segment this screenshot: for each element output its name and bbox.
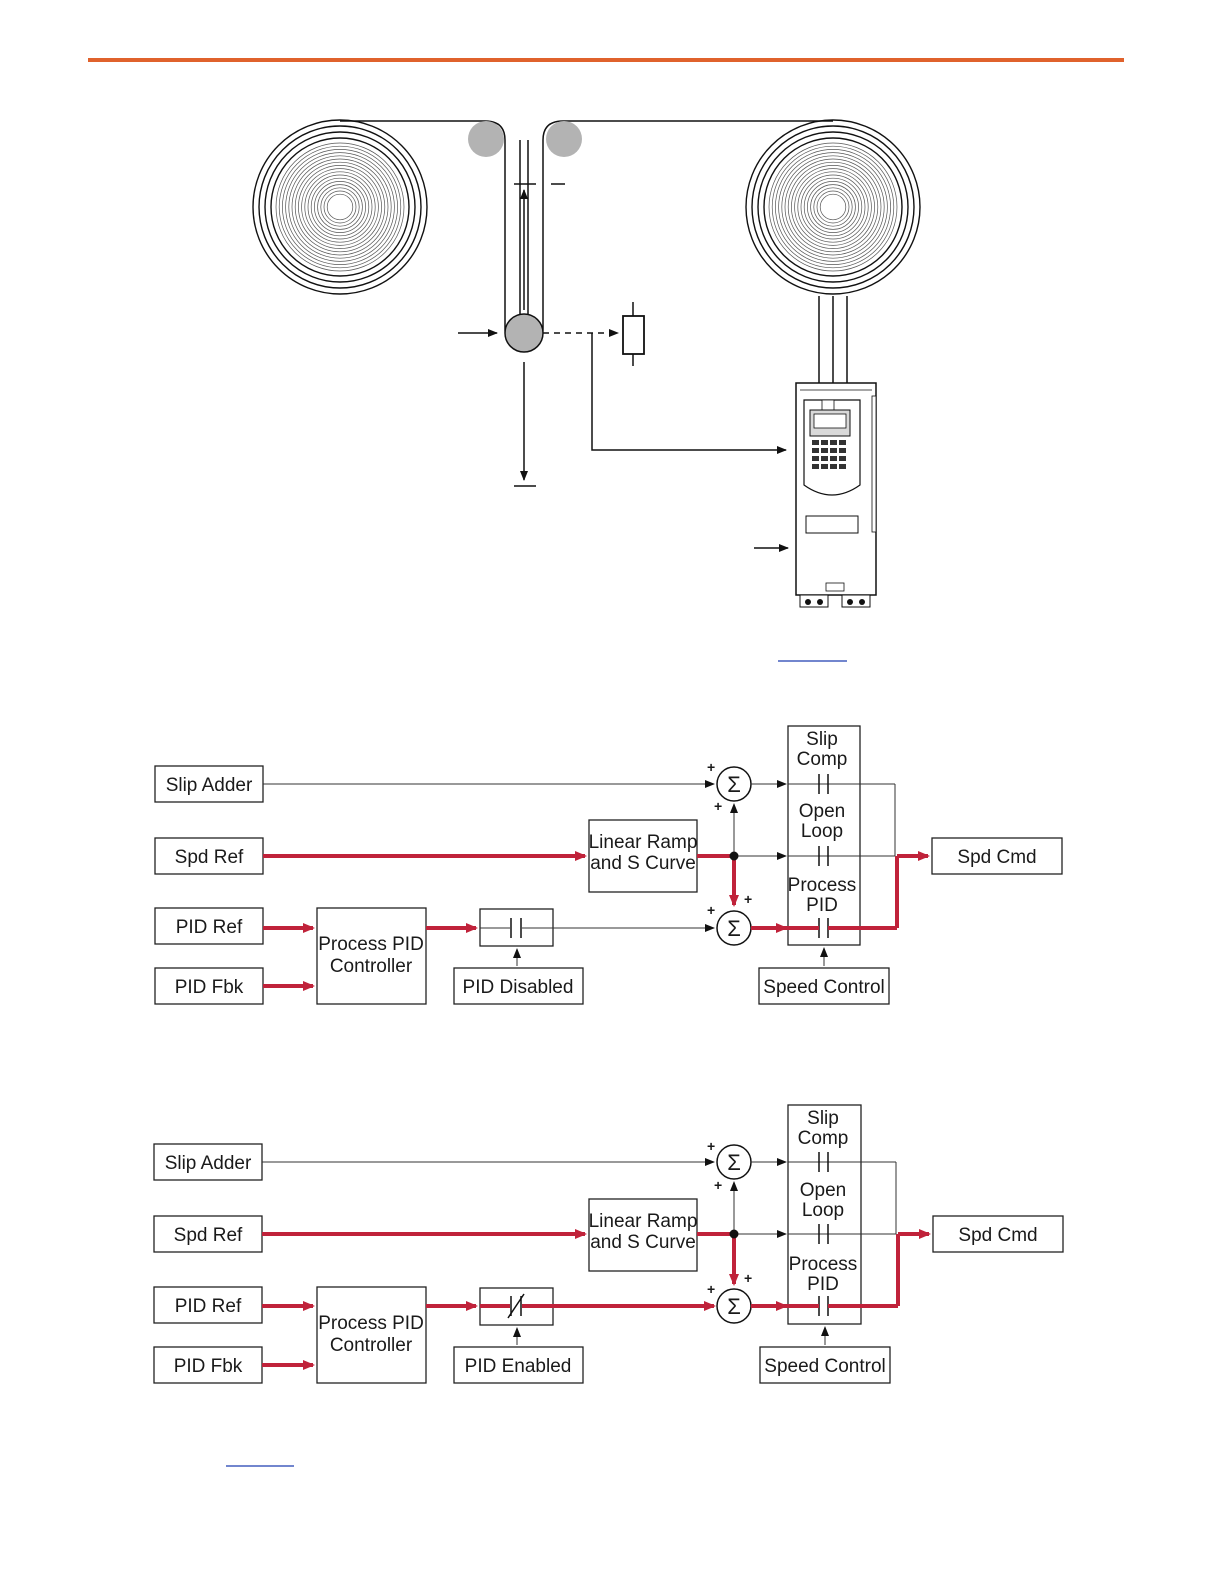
- mode-selector-box: [787, 1104, 862, 1325]
- plus-sign: +: [707, 759, 715, 775]
- linear-ramp-box: [588, 1198, 698, 1272]
- idler-roller-right: [546, 121, 582, 157]
- process-pid-label: Process PID: [318, 934, 424, 955]
- controller-label: Controller: [330, 1335, 413, 1356]
- branch-node: [729, 851, 739, 861]
- loop-label: Loop: [802, 1200, 844, 1221]
- plus-sign: +: [707, 1138, 715, 1154]
- plus-sign: +: [707, 902, 715, 918]
- comp-label: Comp: [798, 1128, 849, 1149]
- pid-disabled-label: PID Disabled: [463, 977, 574, 998]
- slip-adder-box: [154, 765, 264, 803]
- pid-ref-label: PID Ref: [175, 1296, 242, 1317]
- pid-fbk-box: [154, 967, 264, 1005]
- linear-ramp-label: Linear Ramp: [589, 832, 698, 853]
- spd-ref-box: [154, 837, 264, 875]
- slip-label: Slip: [807, 1108, 839, 1129]
- open-label: Open: [799, 801, 845, 822]
- process-pid-controller-box: [316, 1286, 427, 1384]
- pid-enabled-box: [453, 1346, 584, 1384]
- spd-cmd-box: [931, 837, 1063, 875]
- plus-sign: +: [714, 798, 722, 814]
- pid-enabled-diagram: Slip Adder Spd Ref PID Ref PID Fbk Proce…: [153, 1104, 1064, 1384]
- speed-control-label: Speed Control: [764, 1356, 885, 1377]
- sigma-lower: Σ: [727, 916, 741, 941]
- slip-label: Slip: [806, 729, 838, 750]
- process-pid-controller-box: [316, 907, 427, 1005]
- speed-control-box: [759, 1346, 891, 1384]
- speed-control-label: Speed Control: [763, 977, 884, 998]
- slip-adder-label: Slip Adder: [166, 775, 253, 796]
- spd-cmd-label: Spd Cmd: [957, 847, 1036, 868]
- sigma-upper: Σ: [727, 1150, 741, 1175]
- loop-label: Loop: [801, 821, 843, 842]
- pid-label: PID: [807, 1274, 839, 1295]
- drive-keypad: [812, 440, 846, 469]
- pid-enabled-label: PID Enabled: [465, 1356, 572, 1377]
- plus-sign: +: [707, 1281, 715, 1297]
- slip-adder-label: Slip Adder: [165, 1153, 252, 1174]
- pid-label: PID: [806, 895, 838, 916]
- position-sensor: [622, 315, 645, 355]
- pid-disabled-diagram: Slip Adder Spd Ref PID Ref PID Fbk Proce…: [154, 725, 1063, 1005]
- pid-ref-box: [154, 907, 264, 945]
- s-curve-label: and S Curve: [590, 853, 696, 874]
- branch-node: [729, 1229, 739, 1239]
- spd-cmd-box: [932, 1215, 1064, 1253]
- mode-selector-box: [787, 725, 861, 946]
- process-label: Process: [789, 1254, 858, 1275]
- linear-ramp-label: Linear Ramp: [589, 1211, 698, 1232]
- process-label: Process: [788, 875, 857, 896]
- sigma-lower: Σ: [727, 1294, 741, 1319]
- plus-sign: +: [744, 1270, 752, 1286]
- pid-fbk-label: PID Fbk: [174, 1356, 243, 1377]
- spd-ref-label: Spd Ref: [174, 1225, 243, 1246]
- rewind-roll: [745, 119, 921, 295]
- unwind-roll: [252, 119, 428, 295]
- linear-ramp-box: [588, 819, 698, 893]
- spd-ref-label: Spd Ref: [175, 847, 244, 868]
- pid-ref-label: PID Ref: [176, 917, 243, 938]
- s-curve-label: and S Curve: [590, 1232, 696, 1253]
- sigma-upper: Σ: [727, 772, 741, 797]
- spd-ref-box: [153, 1215, 263, 1253]
- spd-cmd-label: Spd Cmd: [958, 1225, 1037, 1246]
- comp-label: Comp: [797, 749, 848, 770]
- web-path: [340, 120, 833, 350]
- slip-adder-box: [153, 1143, 263, 1181]
- controller-label: Controller: [330, 956, 413, 977]
- pid-disabled-box: [453, 967, 584, 1005]
- dancer-roller: [504, 313, 544, 353]
- plus-sign: +: [714, 1177, 722, 1193]
- process-pid-label: Process PID: [318, 1313, 424, 1334]
- idler-roller-left: [468, 121, 504, 157]
- winder-illustration: [252, 119, 921, 608]
- ac-drive: [795, 382, 877, 608]
- plus-sign: +: [744, 891, 752, 907]
- speed-control-box: [758, 967, 890, 1005]
- open-label: Open: [800, 1180, 846, 1201]
- pid-ref-box: [153, 1286, 263, 1324]
- pid-fbk-label: PID Fbk: [175, 977, 244, 998]
- feedback-wire: [591, 333, 787, 454]
